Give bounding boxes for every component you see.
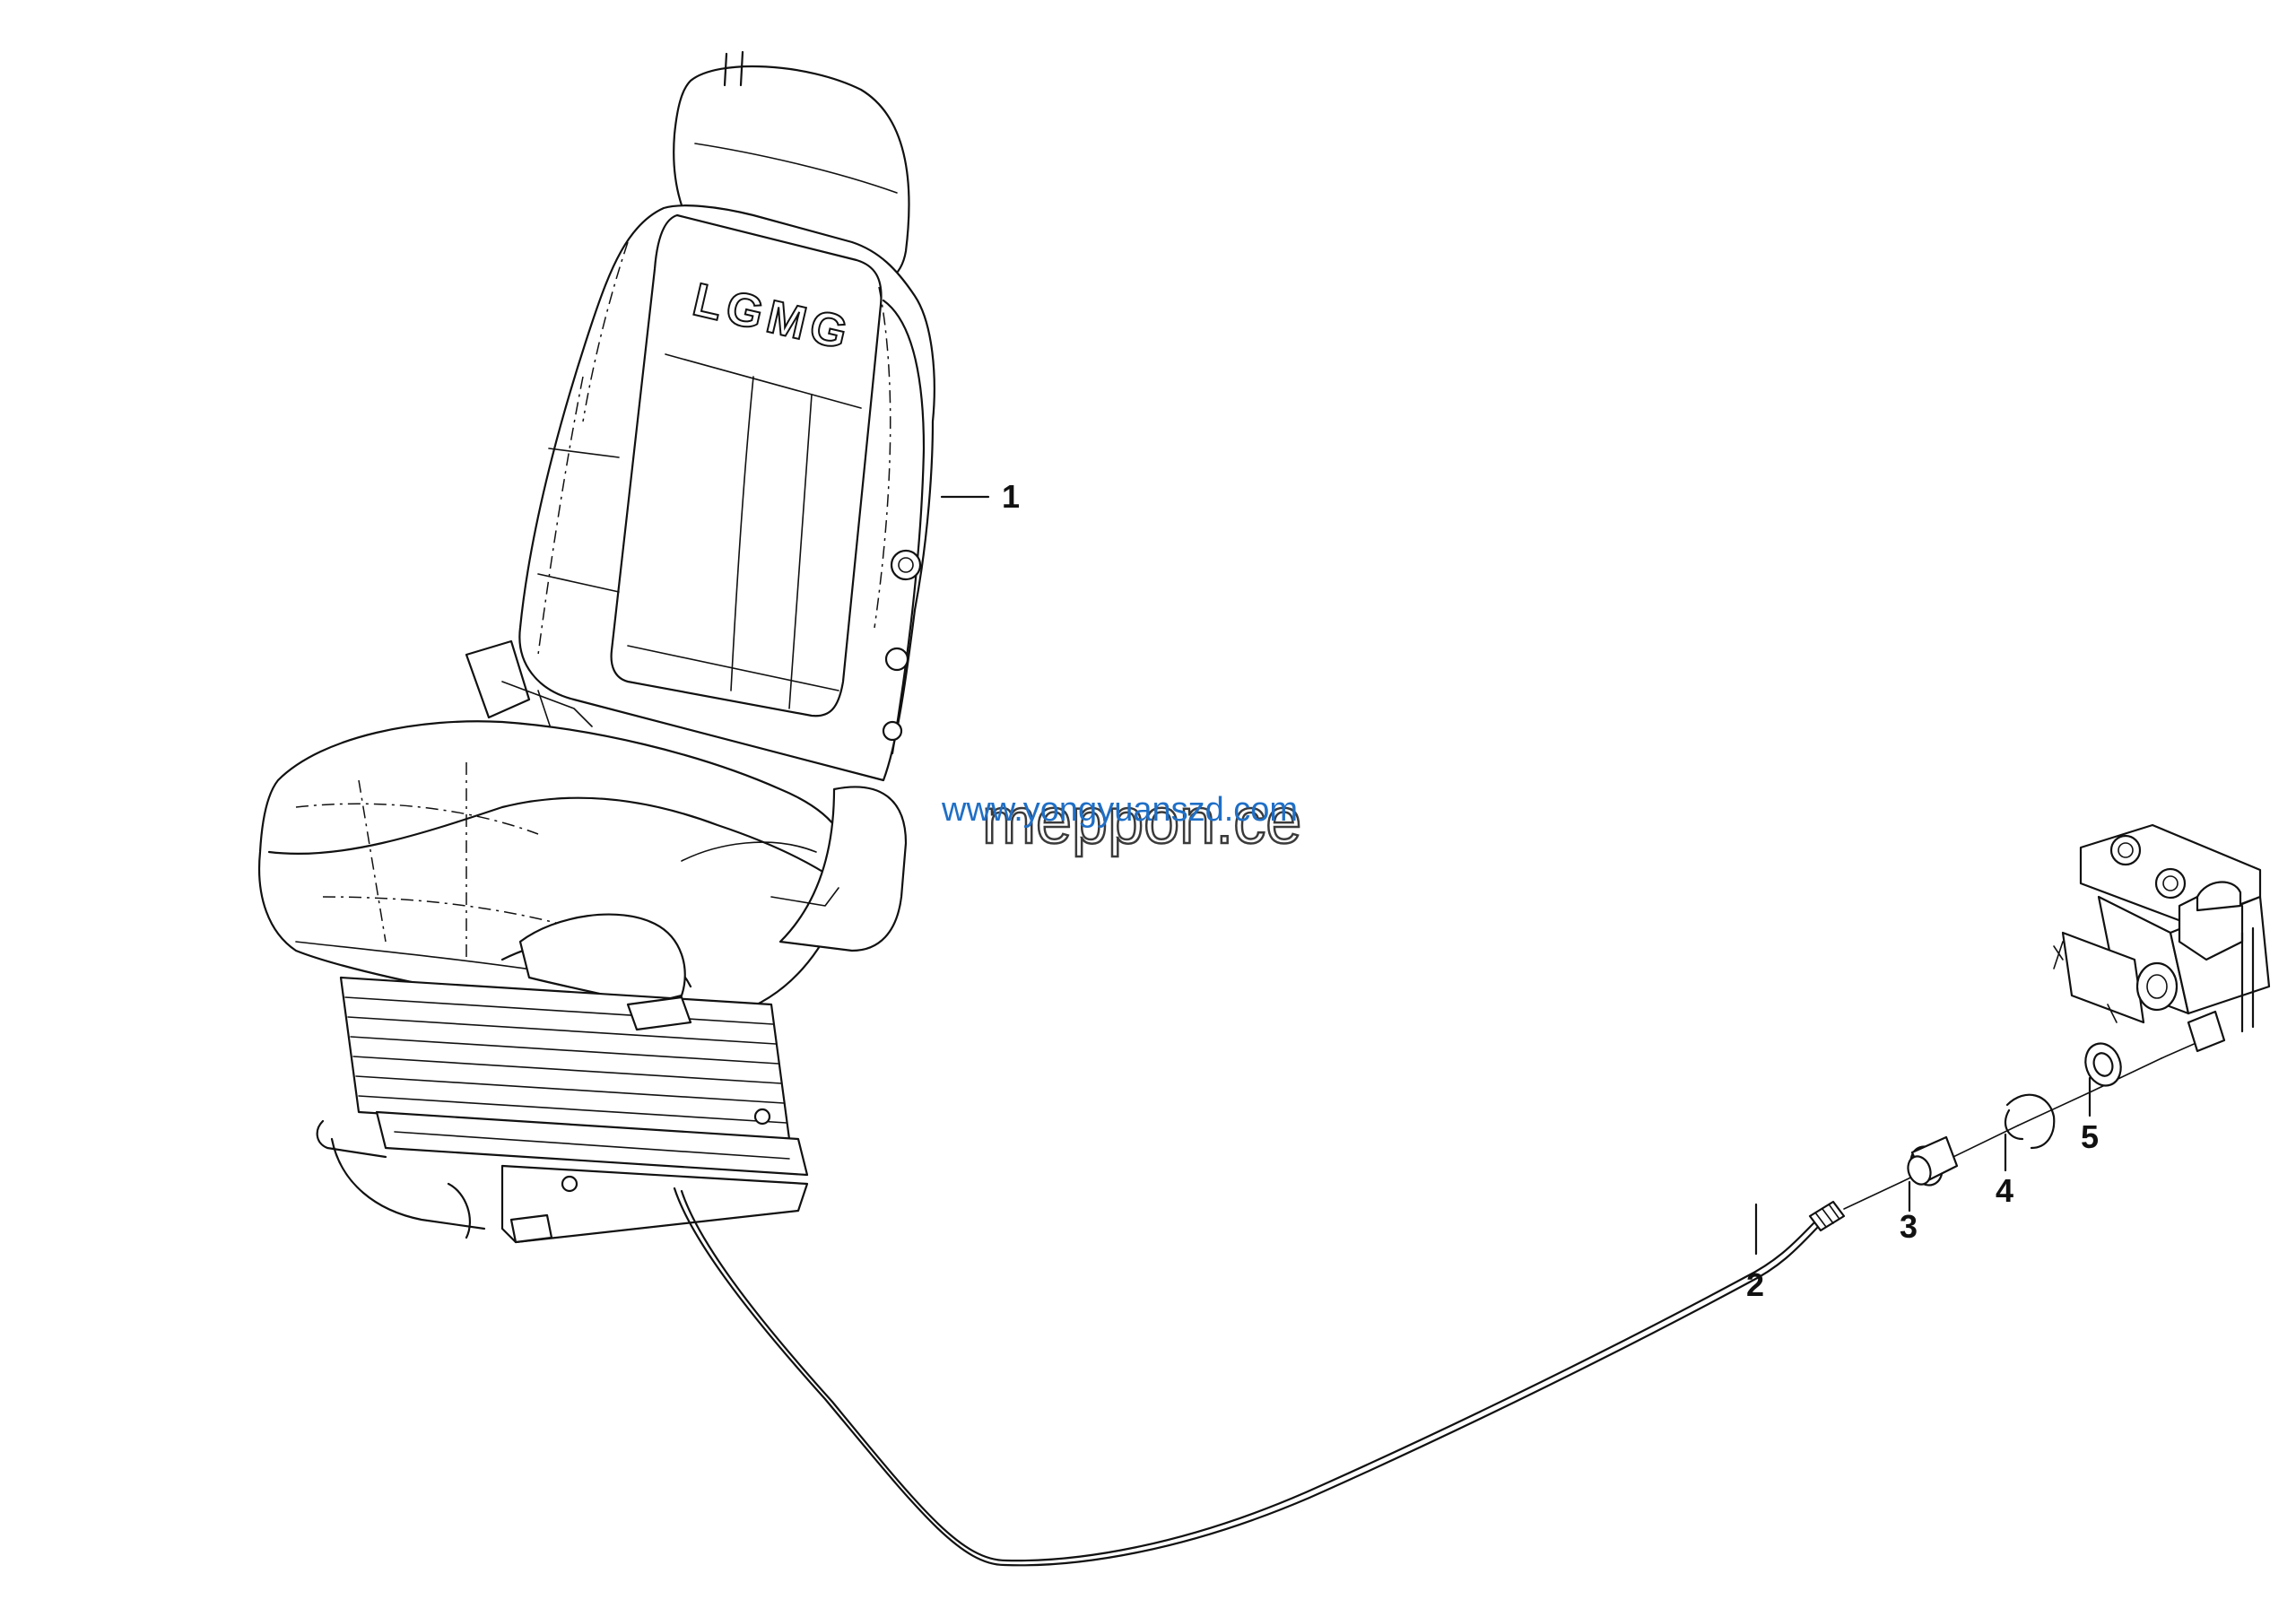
seat-backrest: LGMG: [518, 204, 935, 782]
callout-3: 3: [1900, 1180, 1918, 1245]
washer-seal: [2084, 1042, 2162, 1093]
lumbar-knob-icon: [890, 549, 922, 581]
callout-2: 2: [1746, 1203, 1764, 1303]
seat-base-rails: [316, 1108, 809, 1244]
release-cable: [673, 1181, 1902, 1567]
callout-4: 4: [1996, 1133, 2013, 1209]
snap-ring: [2004, 1091, 2091, 1150]
watermark-gray: meppon.ce: [982, 786, 1301, 857]
callout-5: 5: [2081, 1076, 2099, 1155]
callout-4-label: 4: [1996, 1172, 2013, 1209]
recline-knob-icon: [884, 647, 909, 672]
callout-1: 1: [940, 478, 1020, 515]
callout-5-label: 5: [2081, 1118, 2099, 1155]
watermark-blue: www.yongyuanszd.com: [941, 791, 1298, 829]
callout-2-label: 2: [1746, 1266, 1764, 1303]
callout-1-label: 1: [1002, 478, 1020, 515]
valve-block: [2053, 823, 2271, 1059]
callout-3-label: 3: [1900, 1208, 1918, 1245]
seat-cushion: [258, 720, 908, 1024]
operator-seat: LGMG: [258, 50, 935, 1244]
fitting-nut: [1900, 1125, 2019, 1187]
